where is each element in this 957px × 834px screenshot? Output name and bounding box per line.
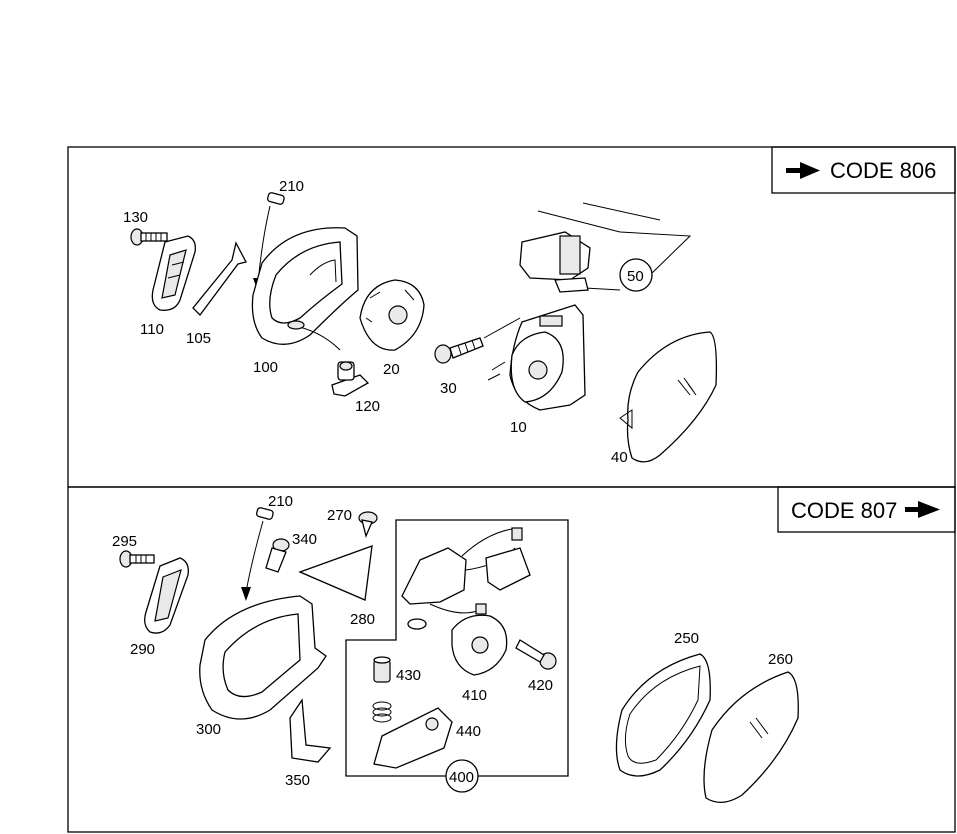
lower-panel-frame (67, 486, 956, 833)
label-250: 250 (674, 630, 699, 647)
label-120: 120 (355, 398, 380, 415)
label-430: 430 (396, 667, 421, 684)
part-300-housing (199, 595, 327, 720)
part-440-base (373, 707, 453, 769)
part-110-bracket (151, 235, 196, 311)
part-400-wiring (401, 527, 531, 630)
part-420-bolt (515, 639, 557, 670)
label-260: 260 (768, 651, 793, 668)
label-100: 100 (253, 359, 278, 376)
part-350-piece (289, 698, 332, 763)
code-807-box: CODE 807 (777, 486, 956, 533)
label-210-lower: 210 (268, 493, 293, 510)
label-350: 350 (285, 772, 310, 789)
part-260-glass (703, 671, 799, 803)
label-295: 295 (112, 533, 137, 550)
part-130-screw (130, 228, 168, 246)
part-280-trim (298, 545, 373, 601)
part-400-circle (445, 759, 479, 793)
label-130: 130 (123, 209, 148, 226)
label-20: 20 (383, 361, 400, 378)
label-290: 290 (130, 641, 155, 658)
part-120-clip (331, 361, 370, 397)
code-807-label: CODE 807 (791, 498, 897, 523)
label-50: 50 (627, 268, 644, 285)
part-210-bulb-lower (241, 507, 274, 601)
part-410-motor (451, 614, 508, 676)
label-400: 400 (449, 769, 474, 786)
part-30-bolt (434, 317, 521, 364)
label-30: 30 (440, 380, 457, 397)
arrow-right-icon (786, 162, 820, 179)
label-340: 340 (292, 531, 317, 548)
code-806-label: CODE 806 (830, 158, 936, 183)
label-410: 410 (462, 687, 487, 704)
part-250-frame (615, 653, 711, 777)
label-300: 300 (196, 721, 221, 738)
label-280: 280 (350, 611, 375, 628)
part-270-screw (358, 511, 378, 539)
arrow-right-icon (905, 501, 940, 518)
part-430-knob (373, 656, 391, 683)
label-40: 40 (611, 449, 628, 466)
label-110: 110 (140, 321, 164, 338)
part-400-frame (345, 519, 569, 777)
label-105: 105 (186, 330, 211, 347)
label-210: 210 (279, 178, 304, 195)
label-10: 10 (510, 419, 527, 436)
part-290-bracket (144, 557, 189, 634)
part-295-screw (119, 550, 155, 568)
label-440: 440 (456, 723, 481, 740)
part-40-mirror-glass (619, 331, 718, 463)
part-340-bolt (265, 538, 290, 573)
part-10-adjuster (487, 304, 586, 411)
part-20-motor (359, 279, 425, 351)
label-270: 270 (327, 507, 352, 524)
part-50-actuator (519, 202, 692, 293)
part-spring (372, 701, 392, 723)
part-105-strip (192, 241, 247, 316)
part-100-housing (251, 227, 359, 351)
label-420: 420 (528, 677, 553, 694)
upper-panel-frame (67, 146, 956, 488)
code-806-box: CODE 806 (771, 146, 956, 194)
